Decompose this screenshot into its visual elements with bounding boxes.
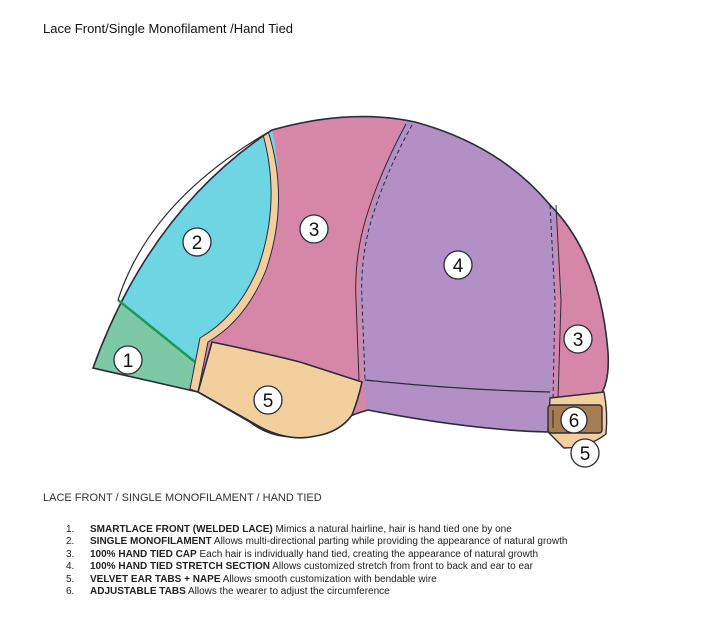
callout-5-front-label: 5 xyxy=(263,391,274,412)
legend-name: 100% HAND TIED STRETCH SECTION xyxy=(90,561,271,573)
legend-desc: Allows smooth customization with bendabl… xyxy=(222,573,437,585)
legend-name: VELVET EAR TABS + NAPE xyxy=(90,573,221,585)
callout-3-back: 3 xyxy=(563,324,593,354)
diagram-subtitle: LACE FRONT / SINGLE MONOFILAMENT / HAND … xyxy=(43,492,322,504)
legend-name: ADJUSTABLE TABS xyxy=(90,586,186,598)
callout-5-back: 5 xyxy=(570,438,600,468)
callout-4: 4 xyxy=(443,250,473,280)
legend-num: 2. xyxy=(66,536,75,548)
legend-desc: Mimics a natural hairline, hair is hand … xyxy=(275,524,512,535)
callout-6: 6 xyxy=(560,406,588,434)
callout-3-front: 3 xyxy=(299,214,329,244)
front-edge-line xyxy=(117,129,273,301)
callout-2-label: 2 xyxy=(192,233,203,254)
callout-6-label: 6 xyxy=(569,411,580,432)
callout-2: 2 xyxy=(182,227,212,257)
legend-desc: Allows customized stretch from front to … xyxy=(272,561,533,573)
callout-3-front-label: 3 xyxy=(309,220,320,241)
legend-item: 1. SMARTLACE FRONT (WELDED LACE) Mimics a… xyxy=(66,524,567,536)
ear-tab-front xyxy=(197,341,363,439)
hairline-seam xyxy=(117,299,196,363)
legend-item: 2. SINGLE MONOFILAMENT Allows multi-direc… xyxy=(66,536,567,548)
page-title: Lace Front/Single Monofilament /Hand Tie… xyxy=(43,21,294,36)
legend-item: 4. 100% HAND TIED STRETCH SECTION Allows … xyxy=(66,561,567,573)
legend-desc: Each hair is individually hand tied, cre… xyxy=(199,548,539,560)
legend-list: 1. SMARTLACE FRONT (WELDED LACE) Mimics a… xyxy=(66,524,567,598)
stretch-seam-back-inner xyxy=(555,204,562,401)
lace-seam-strip xyxy=(189,130,279,393)
callout-4-label: 4 xyxy=(453,256,464,277)
legend-num: 4. xyxy=(66,561,75,573)
callout-1-label: 1 xyxy=(123,351,134,372)
legend-item: 5. VELVET EAR TABS + NAPE Allows smooth c… xyxy=(66,574,567,586)
callout-1: 1 xyxy=(113,345,143,375)
legend-item: 3. 100% HAND TIED CAP Each hair is indivi… xyxy=(66,549,567,561)
legend-name: 100% HAND TIED CAP xyxy=(90,548,197,560)
callout-5-front: 5 xyxy=(253,385,283,415)
legend-name: SMARTLACE FRONT (WELDED LACE) xyxy=(90,524,273,535)
wig-cap-diagram: 1 2 3 4 3 5 6 5 xyxy=(91,115,610,468)
legend-num: 1. xyxy=(66,524,75,535)
legend-desc: Allows the wearer to adjust the circumfe… xyxy=(187,586,390,598)
callout-5-back-label: 5 xyxy=(580,444,591,465)
legend-desc: Allows multi-directional parting while p… xyxy=(213,536,568,548)
legend-item: 6. ADJUSTABLE TABS Allows the wearer to a… xyxy=(66,586,567,598)
stretch-seam-front-inner xyxy=(355,123,407,381)
stretch-seam-front xyxy=(361,124,413,381)
legend-num: 6. xyxy=(66,586,75,598)
legend-name: SINGLE MONOFILAMENT xyxy=(90,536,212,548)
callout-3-back-label: 3 xyxy=(573,330,584,351)
legend-num: 3. xyxy=(66,548,75,560)
stretch-seam-back xyxy=(549,204,556,401)
bottom-band-line xyxy=(364,379,551,393)
legend-num: 5. xyxy=(66,573,75,585)
